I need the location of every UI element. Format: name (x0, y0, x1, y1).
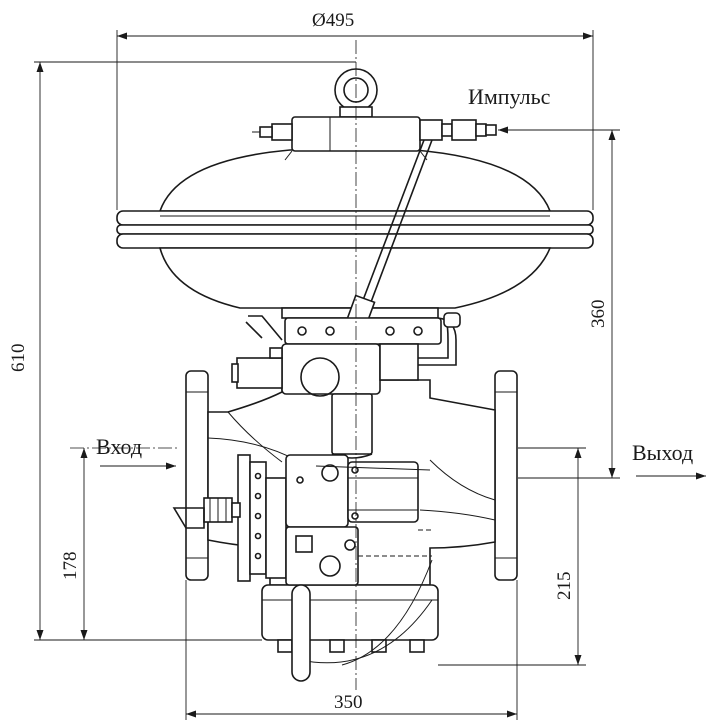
diameter-label: Ø495 (312, 10, 354, 31)
outlet-axis-height-label: 215 (554, 572, 575, 601)
flow-arrows (100, 126, 706, 480)
flange-length-label: 350 (334, 692, 363, 713)
valve-bonnet (231, 312, 461, 459)
total-height-label: 610 (8, 344, 29, 373)
pilot-regulator (172, 454, 432, 682)
center-lines (70, 40, 357, 690)
outlet-label: Выход (632, 440, 693, 465)
inlet-axis-height-label: 178 (60, 552, 81, 581)
top-actuator (252, 68, 497, 161)
diaphragm-housing (116, 149, 594, 319)
impulse-label: Импульс (468, 84, 551, 109)
diaphragm-height-label: 360 (588, 300, 609, 329)
inlet-label: Вход (96, 434, 142, 459)
dimension-lines (34, 30, 620, 720)
